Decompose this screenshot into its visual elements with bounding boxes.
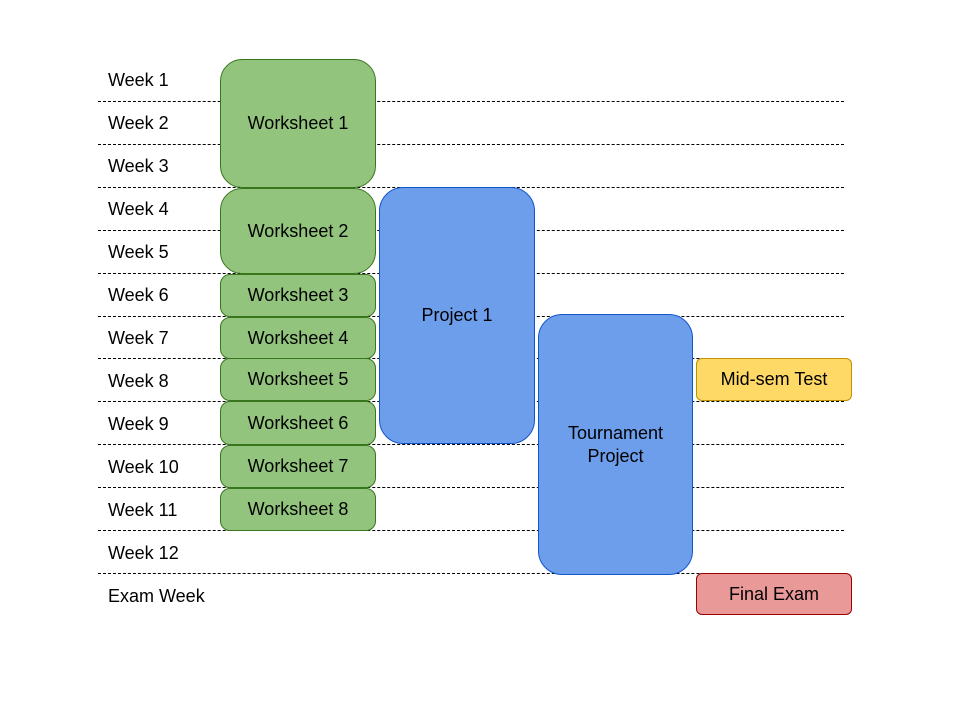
worksheet-6-block: Worksheet 6 [220, 401, 376, 445]
week-label-5: Week 5 [108, 242, 169, 262]
final-exam-block: Final Exam [696, 573, 852, 615]
week-label-10: Week 10 [108, 457, 179, 477]
row-divider [98, 144, 844, 145]
week-label-4: Week 4 [108, 199, 169, 219]
week-label-6: Week 6 [108, 285, 169, 305]
final-exam-label: Final Exam [728, 583, 820, 604]
worksheet-3-block: Worksheet 3 [220, 274, 376, 317]
worksheet-4-label: Worksheet 4 [247, 327, 349, 348]
week-label-exam: Exam Week [108, 586, 205, 606]
week-label-2: Week 2 [108, 113, 169, 133]
midsem-test-block: Mid-sem Test [696, 358, 852, 401]
tournament-project-label-line1: Tournament [567, 423, 664, 443]
project-1-block: Project 1 [379, 187, 535, 444]
row-divider [98, 444, 844, 445]
week-label-11: Week 11 [108, 500, 178, 520]
row-divider [98, 573, 844, 574]
tournament-project-label-line2: Project [587, 445, 644, 466]
week-label-12: Week 12 [108, 543, 179, 563]
worksheet-2-block: Worksheet 2 [220, 188, 376, 274]
week-label-9: Week 9 [108, 414, 169, 434]
worksheet-5-block: Worksheet 5 [220, 358, 376, 401]
worksheet-8-label: Worksheet 8 [247, 499, 349, 520]
worksheet-2-label: Worksheet 2 [247, 220, 349, 241]
worksheet-4-block: Worksheet 4 [220, 317, 376, 359]
worksheet-7-block: Worksheet 7 [220, 445, 376, 488]
row-divider [98, 487, 844, 488]
week-label-7: Week 7 [108, 328, 169, 348]
worksheet-7-label: Worksheet 7 [247, 456, 349, 477]
row-divider [98, 101, 844, 102]
worksheet-1-block: Worksheet 1 [220, 59, 376, 188]
project-1-label: Project 1 [421, 305, 493, 326]
worksheet-8-block: Worksheet 8 [220, 488, 376, 531]
worksheet-1-label: Worksheet 1 [247, 113, 349, 134]
row-divider [98, 530, 844, 531]
worksheet-3-label: Worksheet 3 [247, 285, 349, 306]
tournament-project-block: Tournament Project [538, 314, 693, 575]
week-label-8: Week 8 [108, 371, 169, 391]
worksheet-5-label: Worksheet 5 [247, 369, 349, 390]
worksheet-6-label: Worksheet 6 [247, 412, 349, 433]
week-label-3: Week 3 [108, 156, 169, 176]
week-label-1: Week 1 [108, 70, 169, 90]
midsem-test-label: Mid-sem Test [720, 369, 828, 390]
